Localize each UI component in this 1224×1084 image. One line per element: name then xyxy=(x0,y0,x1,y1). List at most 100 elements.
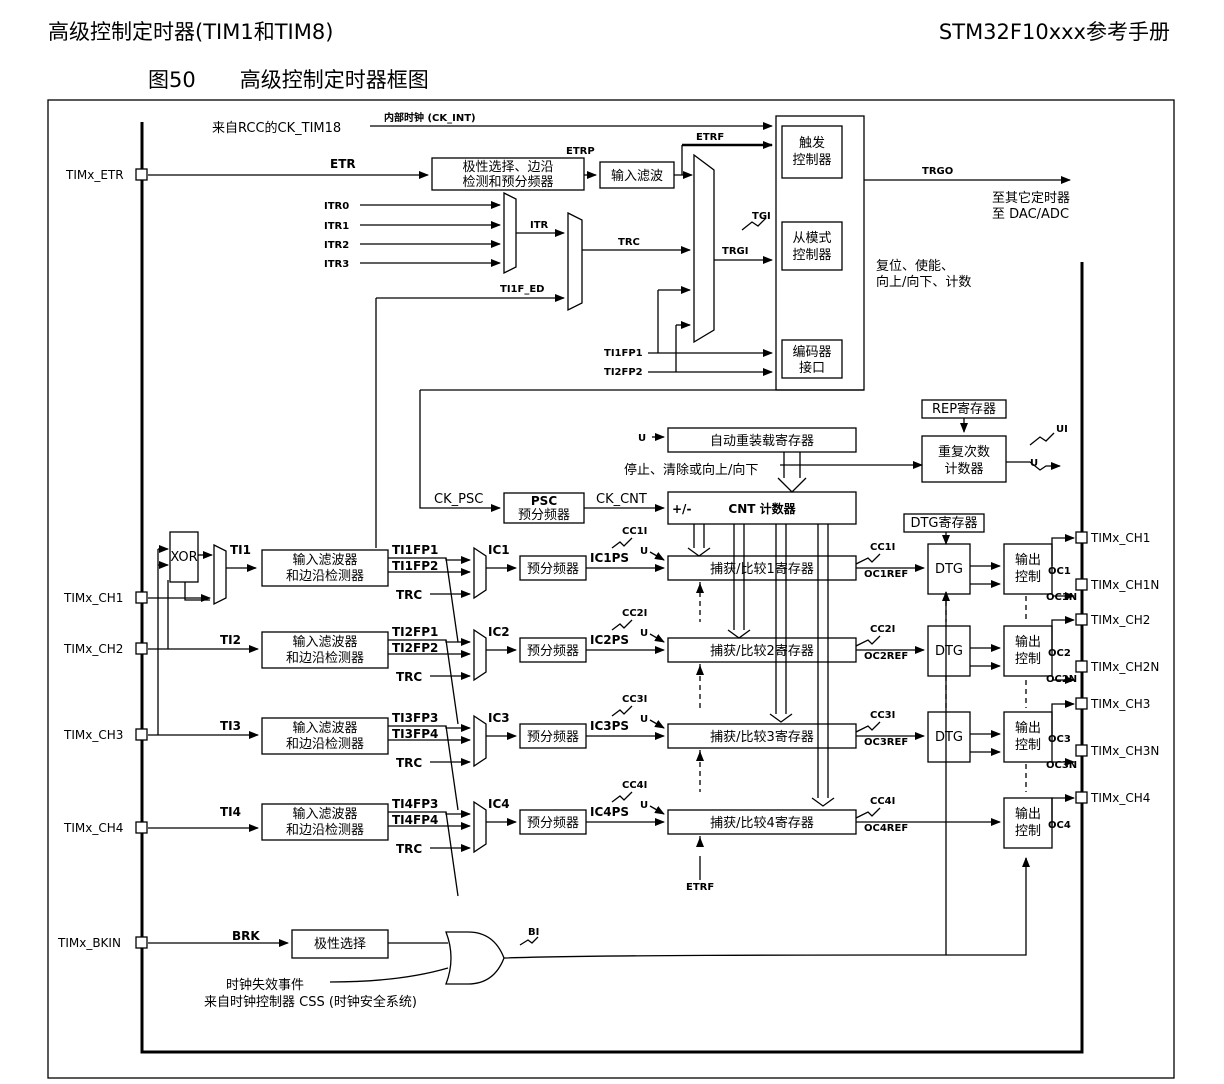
figure-caption: 高级控制定时器框图 xyxy=(239,68,429,92)
dtg-box-3 xyxy=(927,711,971,763)
label-pin-out-ch2n: TIMx_CH2N xyxy=(1090,660,1159,674)
cc-out-label-1: CC1I xyxy=(870,542,895,553)
label-stop-clear: 停止、清除或向上/向下 xyxy=(624,462,758,478)
presc-label-1: 预分频器 xyxy=(527,562,579,577)
label-rcc-source: 来自RCC的CK_TIM18 xyxy=(212,120,341,136)
trc-label-3: TRC xyxy=(396,756,422,770)
cnt-box xyxy=(667,491,857,525)
label-psc-2: 预分频器 xyxy=(518,508,570,523)
ic-label-2: IC2 xyxy=(488,625,510,639)
pin-bkin xyxy=(135,936,148,949)
label-polarity-2: 检测和预分频器 xyxy=(462,175,553,190)
pin-ch1 xyxy=(135,591,148,604)
label-psc-1: PSC xyxy=(531,494,557,508)
filter-label-a-4: 输入滤波器 xyxy=(292,806,357,822)
u-arrow-4 xyxy=(649,805,665,815)
label-pin-ch1: TIMx_CH1 xyxy=(63,591,123,605)
u-arrow-1 xyxy=(649,551,665,561)
label-ck-psc: CK_PSC xyxy=(434,492,483,507)
label-xor: XOR xyxy=(170,550,197,565)
ti-label-2: TI2 xyxy=(220,633,241,647)
label-ti1f-ed: TI1F_ED xyxy=(500,284,544,295)
cross-link-4 xyxy=(445,811,459,897)
ic-mux-2 xyxy=(473,628,487,682)
dtg-label-3: DTG xyxy=(935,730,963,745)
presc-label-2: 预分频器 xyxy=(527,644,579,659)
encoder-interface xyxy=(781,339,843,379)
label-etrp: ETRP xyxy=(566,146,595,157)
label-trigger-2: 控制器 xyxy=(792,153,831,168)
label-reset-2: 向上/向下、计数 xyxy=(876,274,971,290)
filter-box-2 xyxy=(261,631,389,669)
pin-out-ch1 xyxy=(1075,531,1088,544)
label-pin-out-ch3: TIMx_CH3 xyxy=(1090,697,1150,711)
trc-mux xyxy=(567,211,583,312)
trgi-mux xyxy=(693,153,715,344)
filter-box-3 xyxy=(261,717,389,755)
out-ctrl-box-2 xyxy=(1003,625,1053,677)
u-arrow-2 xyxy=(649,633,665,643)
fp-b-label-2: TI2FP2 xyxy=(392,641,438,655)
cc-out-label-3: CC3I xyxy=(870,710,895,721)
label-dtg-register: DTG寄存器 xyxy=(910,515,977,531)
u-label-4: U xyxy=(640,800,648,811)
filter-box-1 xyxy=(261,549,389,587)
pin-out-ch3n xyxy=(1075,744,1088,757)
label-ti2fp2: TI2FP2 xyxy=(604,367,643,378)
label-u-reload: U xyxy=(638,433,646,444)
label-cnt: CNT 计数器 xyxy=(728,501,796,516)
ocref-label-3: OC3REF xyxy=(864,737,908,748)
pin-out-ch4 xyxy=(1075,791,1088,804)
label-bi: BI xyxy=(528,927,539,938)
fp-a-label-2: TI2FP1 xyxy=(392,625,438,639)
figure-frame xyxy=(47,99,1175,1079)
label-pin-out-ch3n: TIMx_CH3N xyxy=(1090,744,1159,758)
fp-b-label-4: TI4FP4 xyxy=(392,813,438,827)
cross-link-2 xyxy=(445,639,459,725)
label-encoder-1: 编码器 xyxy=(792,345,831,360)
ccr-label-1: 捕获/比较1寄存器 xyxy=(710,561,814,577)
internal-bus xyxy=(140,122,1084,1054)
label-tgi: TGI xyxy=(752,211,771,222)
out-ctrl-box-3 xyxy=(1003,711,1053,763)
label-slave-2: 控制器 xyxy=(792,248,831,263)
pin-ch3 xyxy=(135,728,148,741)
label-auto-reload: 自动重装载寄存器 xyxy=(710,433,814,449)
label-reset-1: 复位、使能、 xyxy=(876,258,954,274)
xor-gate xyxy=(169,531,199,583)
filter-label-b-4: 和边沿检测器 xyxy=(286,823,364,838)
label-brk-polarity: 极性选择 xyxy=(314,937,366,952)
icps-label-2: IC2PS xyxy=(590,633,629,647)
u-label-1: U xyxy=(640,546,648,557)
cci-flag-1 xyxy=(611,537,633,549)
trc-label-1: TRC xyxy=(396,588,422,602)
label-clock-fail-1: 时钟失效事件 xyxy=(226,977,304,993)
brk-polarity-box xyxy=(291,929,389,959)
label-cnt-sign: +/- xyxy=(672,502,691,516)
or-gate xyxy=(445,931,505,985)
ic-mux-4 xyxy=(473,800,487,854)
ic-label-4: IC4 xyxy=(488,797,510,811)
fp-a-label-3: TI3FP3 xyxy=(392,711,438,725)
label-trc: TRC xyxy=(618,237,640,248)
pin-out-ch2n xyxy=(1075,660,1088,673)
filter-label-a-1: 输入滤波器 xyxy=(292,552,357,568)
dtg-register-box xyxy=(903,513,985,533)
dtg-box-2 xyxy=(927,625,971,677)
out-ctrl-label-b-1: 控制 xyxy=(1015,570,1041,585)
cc-out-label-2: CC2I xyxy=(870,624,895,635)
label-clock-fail-2: 来自时钟控制器 CSS (时钟安全系统) xyxy=(204,994,417,1010)
cci-flag-4 xyxy=(611,791,633,803)
presc-label-4: 预分频器 xyxy=(527,816,579,831)
trigger-controller xyxy=(781,125,843,179)
filter-label-b-3: 和边沿检测器 xyxy=(286,737,364,752)
u-label-3: U xyxy=(640,714,648,725)
dtg-label-2: DTG xyxy=(935,644,963,659)
icps-label-3: IC3PS xyxy=(590,719,629,733)
label-to-other-1: 至其它定时器 xyxy=(992,190,1070,206)
label-trgo: TRGO xyxy=(922,166,953,177)
label-to-other-2: 至 DAC/ADC xyxy=(992,207,1069,222)
label-encoder-2: 接口 xyxy=(799,360,825,376)
label-u-repeat: U xyxy=(1030,458,1038,469)
